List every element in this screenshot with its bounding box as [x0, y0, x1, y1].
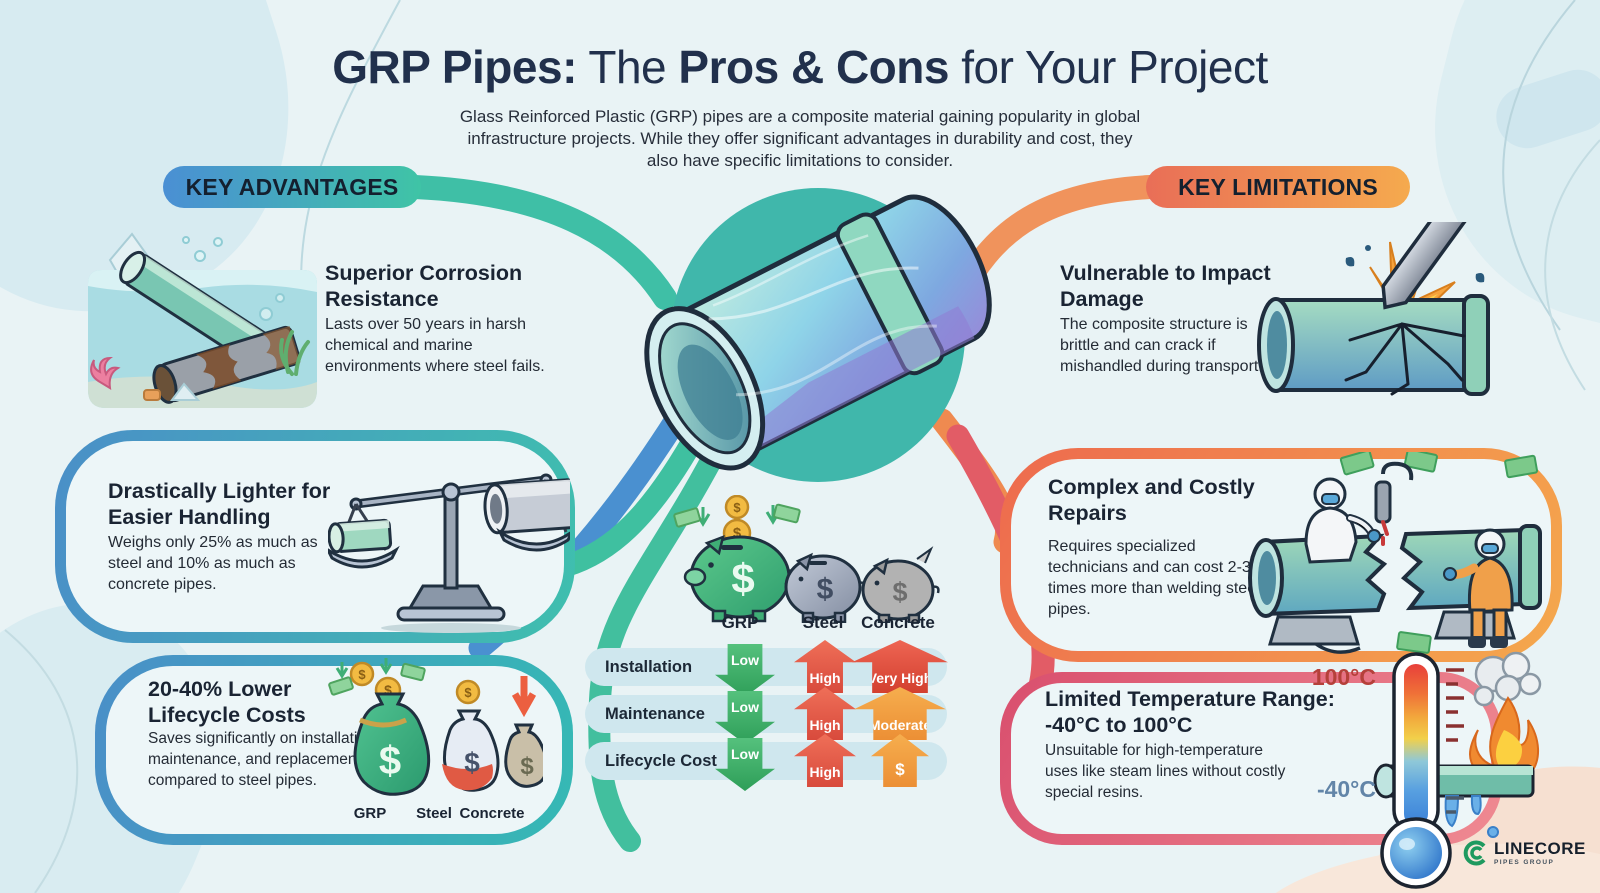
bag-label-concrete: Concrete: [459, 805, 525, 822]
dollar-up-arrow: $: [871, 734, 929, 787]
svg-text:$: $: [733, 525, 742, 542]
high-up-arrow: High: [794, 687, 856, 740]
svg-text:$: $: [892, 577, 907, 607]
low-down-arrow: Low: [715, 738, 775, 791]
logo-name: LINECORE: [1494, 839, 1586, 858]
balance-scale-icon: [328, 473, 570, 633]
svg-text:$: $: [817, 573, 834, 606]
grp-pipe-hero-icon: [644, 188, 992, 482]
piggy-grp: $: [683, 534, 797, 623]
worker-right: [1443, 528, 1514, 648]
svg-text:$: $: [384, 682, 392, 698]
bag-label-grp: GRP: [353, 805, 387, 822]
temp-low-label: -40°C: [1316, 776, 1376, 802]
page-subtitle: Glass Reinforced Plastic (GRP) pipes are…: [459, 107, 1141, 170]
limitation-2-title: Complex and Costly Repairs: [1048, 475, 1255, 525]
low-down-arrow: Low: [715, 691, 775, 744]
money-bags-icon: $ $ $ $ $ $: [328, 658, 543, 796]
column-header-steel: Steel: [802, 613, 844, 632]
svg-text:$: $: [464, 747, 480, 778]
low-down-arrow: Low: [715, 644, 775, 697]
bag-label-steel: Steel: [416, 805, 452, 822]
key-limitations-header: KEY LIMITATIONS: [1146, 166, 1410, 208]
high-up-arrow: High: [794, 734, 856, 787]
title-part-light-2: for Your Project: [948, 41, 1268, 93]
linecore-logo-icon: [1463, 840, 1486, 866]
comparison-table: Installation Low High Very High Maintena…: [585, 640, 957, 791]
limitation-1-body: The composite structure is brittle and c…: [1060, 316, 1263, 375]
worker-left: [1304, 461, 1414, 564]
costly-repairs-icon: [1248, 452, 1542, 654]
brand-logo: LINECORE PIPES GROUP: [1462, 840, 1586, 866]
piggy-banks-icon: $ $ $ $: [673, 495, 940, 623]
title-part-bold-2: Pros & Cons: [678, 41, 949, 93]
impact-damage-icon: [1257, 222, 1490, 396]
piggy-steel: $: [784, 552, 867, 623]
advantage-1-body: Lasts over 50 years in harsh chemical an…: [325, 316, 545, 375]
svg-text:$: $: [379, 739, 401, 783]
svg-text:$: $: [464, 685, 472, 700]
very-high-up-arrow: Very High: [852, 640, 948, 693]
corrosion-resistance-icon: [88, 232, 317, 408]
advantage-2-title: Drastically Lighter for Easier Handling: [108, 479, 331, 529]
limitation-3-body: Unsuitable for high-temperature uses lik…: [1045, 742, 1286, 801]
row-label: Maintenance: [605, 705, 705, 723]
column-header-concrete: Concrete: [861, 613, 935, 632]
logo-tagline: PIPES GROUP: [1494, 859, 1555, 866]
title-part-light-1: The: [576, 41, 679, 93]
row-label: Lifecycle Cost: [605, 752, 717, 770]
svg-text:$: $: [358, 667, 366, 682]
column-header-grp: GRP: [721, 613, 759, 632]
piggy-concrete: $: [861, 546, 940, 623]
limitation-2-body: Requires specialized technicians and can…: [1048, 538, 1260, 618]
row-label: Installation: [605, 658, 693, 676]
table-row-lifecycle-cost: Lifecycle Cost Low High $: [585, 734, 947, 791]
table-row-installation: Installation Low High Very High: [585, 640, 948, 697]
advantage-1-title: Superior Corrosion Resistance: [325, 261, 523, 311]
key-advantages-header: KEY ADVANTAGES: [163, 166, 421, 208]
limitation-3-title: Limited Temperature Range: -40°C to 100°…: [1045, 687, 1335, 737]
svg-text:$: $: [731, 555, 754, 602]
high-up-arrow: High: [794, 640, 856, 693]
svg-text:$: $: [733, 500, 741, 515]
limitation-1-title: Vulnerable to Impact Damage: [1060, 261, 1271, 311]
title-part-bold-1: GRP Pipes:: [332, 41, 577, 93]
table-row-maintenance: Maintenance Low High Moderate: [585, 687, 947, 744]
advantage-2-body: Weighs only 25% as much as steel and 10%…: [108, 534, 318, 593]
moderate-up-arrow: Moderate: [854, 687, 946, 740]
temp-high-label: 100°C: [1311, 664, 1376, 690]
page-title: GRP Pipes: The Pros & Cons for Your Proj…: [0, 40, 1600, 94]
svg-text:$: $: [520, 753, 534, 780]
